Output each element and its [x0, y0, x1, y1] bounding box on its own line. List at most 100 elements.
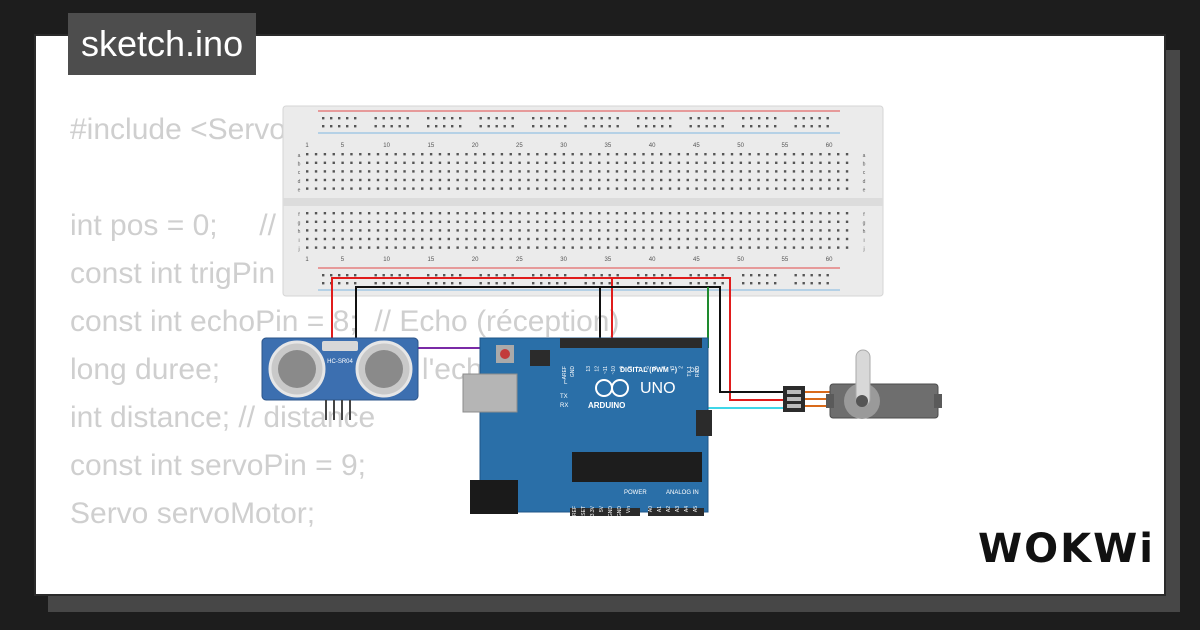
analog-label: ANALOG IN — [666, 490, 699, 496]
pin-label: TX 1 — [687, 366, 693, 377]
pin-label: A3 — [675, 506, 681, 512]
pin-label: Vin — [626, 506, 632, 513]
breadboard-column-number: 20 — [472, 143, 479, 149]
analog-header — [648, 508, 704, 516]
pin-label: GND — [570, 366, 576, 378]
code-line: const int servoPin = 9; — [70, 449, 366, 482]
code-line: Servo servoMotor; — [70, 497, 316, 530]
breadboard-column-number: 40 — [649, 143, 656, 149]
pin-label: RX 0 — [695, 366, 701, 377]
pin-label: ~6 — [645, 366, 651, 372]
pin-label: ~5 — [653, 366, 659, 372]
breadboard-column-number: 40 — [649, 257, 656, 263]
breadboard-column-number: 10 — [383, 143, 390, 149]
atmega-chip — [572, 452, 702, 482]
breadboard-row-letter: i — [298, 238, 299, 244]
pin-label: A2 — [666, 506, 672, 512]
breadboard-column-number: 15 — [428, 257, 435, 263]
breadboard-row-letter: g — [298, 221, 301, 227]
breadboard-column-number: 10 — [383, 257, 390, 263]
pin-label: 3.3V — [590, 505, 596, 516]
breadboard-row-letter: d — [863, 179, 866, 185]
breadboard-column-number: 1 — [305, 143, 309, 149]
pin-label: RESET — [581, 506, 587, 523]
breadboard-column-number: 60 — [826, 257, 833, 263]
breadboard-column-number: 55 — [782, 143, 789, 149]
servo-motor — [783, 349, 942, 419]
digital-label: DIGITAL (PWM ~) — [620, 367, 677, 374]
tx-label: TX — [560, 394, 568, 400]
pin-label: 4 — [662, 366, 668, 369]
usb-port — [462, 373, 518, 413]
breadboard-row-letter: i — [863, 238, 864, 244]
breadboard-row-letter: f — [298, 212, 300, 218]
uno-label: UNO — [640, 380, 676, 397]
breadboard-column-number: 5 — [341, 143, 345, 149]
breadboard-column-number: 50 — [737, 257, 744, 263]
breadboard-row-letter: g — [863, 221, 866, 227]
pin-label: A5 — [693, 506, 699, 512]
breadboard-row-letter: f — [863, 212, 865, 218]
power-label: POWER — [624, 490, 647, 496]
pin-label: A0 — [648, 506, 654, 512]
breadboard-row-letter: b — [298, 162, 301, 168]
breadboard-column-number: 60 — [826, 143, 833, 149]
breadboard-column-number: 25 — [516, 143, 523, 149]
pin-label: IOREF — [572, 506, 578, 521]
pin-label: A1 — [657, 506, 663, 512]
breadboard-column-number: 15 — [428, 143, 435, 149]
wokwi-logo: WOKWi — [978, 526, 1155, 572]
breadboard-column-number: 25 — [516, 257, 523, 263]
breadboard-column-number: 30 — [560, 143, 567, 149]
l-label: L — [564, 380, 568, 386]
pin-label: AREF — [562, 366, 568, 379]
pin-label: ~9 — [620, 366, 626, 372]
breadboard-column-number: 1 — [305, 257, 309, 263]
breadboard-column-number: 30 — [560, 257, 567, 263]
breadboard-column-number: 55 — [782, 257, 789, 263]
breadboard-row-letter: d — [298, 179, 301, 185]
breadboard-row-letter: b — [863, 162, 866, 168]
wire-gnd — [355, 286, 783, 398]
breadboard-row-letter: c — [298, 170, 301, 176]
on-label: ON — [690, 368, 699, 374]
arduino-uno: DIGITAL (PWM ~) ON UNO ARDUINO L TX RX P… — [462, 337, 712, 523]
code-line: const int echoPin = 8; // Echo (réceptio… — [70, 305, 620, 338]
power-header — [570, 508, 640, 516]
pin-label: GND — [608, 506, 614, 518]
code-line: void setup() { — [70, 586, 619, 594]
breadboard-row-letter: h — [863, 229, 866, 235]
pin-label: 12 — [594, 366, 600, 372]
reset-button — [500, 349, 510, 359]
breadboard-column-number: 20 — [472, 257, 479, 263]
breadboard-column-number: 45 — [693, 143, 700, 149]
breadboard-row-letter: e — [863, 187, 866, 193]
breadboard-column-number: 5 — [341, 257, 345, 263]
pin-label: 13 — [586, 366, 592, 372]
pin-label: 2 — [678, 366, 684, 369]
file-name-tab: sketch.ino — [68, 13, 257, 75]
breadboard-row-letter: a — [298, 153, 301, 159]
wire-5v — [331, 277, 783, 401]
pin-label: GND — [617, 506, 623, 518]
pin-label: 7 — [636, 366, 642, 369]
breadboard-row-letter: j — [862, 246, 864, 252]
breadboard-row-letter: e — [298, 187, 301, 193]
breadboard-column-number: 35 — [605, 143, 612, 149]
breadboard-row-letter: c — [863, 170, 866, 176]
breadboard-row-letter: j — [297, 246, 299, 252]
rx-label: RX — [560, 403, 568, 409]
breadboard-column-number: 50 — [737, 143, 744, 149]
ultrasonic-sensor: HC-SR04 — [261, 337, 419, 420]
breadboard-column-number: 45 — [693, 257, 700, 263]
arduino-brand-label: ARDUINO — [588, 401, 625, 410]
pin-label: ~10 — [611, 366, 617, 375]
